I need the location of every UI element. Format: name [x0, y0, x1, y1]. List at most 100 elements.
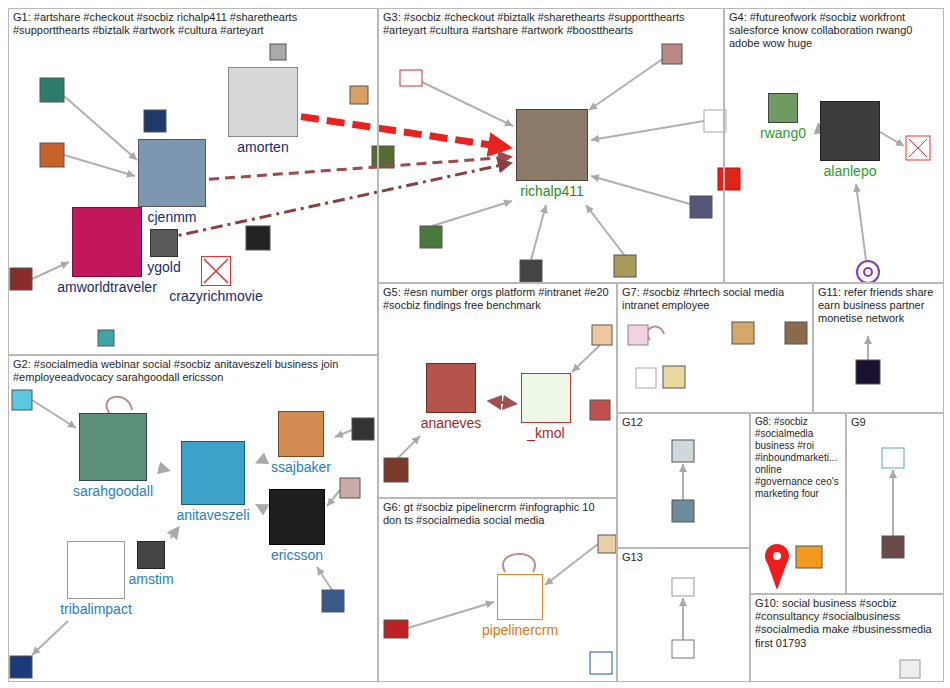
group-heading: G13: [618, 549, 749, 566]
avatar-image: [704, 110, 726, 132]
avatar-image: [352, 418, 374, 440]
network-edge: [398, 436, 420, 458]
avatar-image: [662, 44, 682, 64]
network-edge: [317, 567, 332, 590]
account-label: sarahgoodall: [73, 483, 153, 499]
group-box: G9: [846, 413, 944, 594]
avatar-image: [322, 590, 344, 612]
avatar-image: [590, 400, 610, 420]
group-box: G11: refer friends share earn business p…: [813, 283, 944, 413]
group-heading: G11: refer friends share earn business p…: [814, 284, 943, 328]
account-label: ericsson: [271, 547, 323, 563]
avatar-image: [12, 390, 32, 410]
avatar-image: [181, 441, 245, 505]
account-node: amworldtraveler: [55, 207, 159, 295]
group-box: G2: #socialmedia webinar social #socbiz …: [8, 355, 378, 682]
group-heading: G7: #socbiz #hrtech social media intrane…: [618, 284, 812, 314]
account-node: ssajbaker: [269, 411, 333, 475]
avatar-image: [79, 413, 147, 481]
account-node: rwang0: [758, 93, 808, 141]
self-loop: [503, 554, 535, 572]
avatar-image: [246, 226, 270, 250]
avatars: [10, 44, 930, 678]
avatar-image: [732, 322, 754, 344]
group-heading: G4: #futureofwork #socbiz workfront sale…: [725, 9, 943, 53]
network-edge: [327, 490, 340, 506]
avatar-image: [516, 109, 588, 181]
map-pin: [767, 562, 787, 590]
avatar-cross: [202, 257, 230, 285]
network-edge: [867, 336, 869, 360]
avatar-image: [636, 368, 656, 388]
account-label: amorten: [237, 139, 288, 155]
group-heading: G10: social business #socbiz #consultanc…: [751, 595, 943, 652]
avatar-image: [672, 578, 694, 596]
avatar-image: [521, 373, 571, 423]
avatar-image: [882, 448, 904, 468]
group-box: G5: #esn number orgs platform #intranet …: [378, 283, 617, 498]
group-box: G1: #artshare #checkout #socbiz richalp4…: [8, 8, 378, 355]
avatar-image: [882, 536, 904, 558]
network-edge: [880, 132, 904, 146]
avatar-image: [40, 143, 64, 167]
avatar-image: [820, 101, 880, 161]
account-node: alanlepo: [820, 101, 880, 179]
network-edge: [856, 184, 866, 260]
avatar-image: [864, 268, 872, 276]
group-box: G6: gt #socbiz pipelinercrm #infographic…: [378, 498, 617, 682]
avatar-image: [350, 86, 368, 104]
avatar-image: [857, 261, 879, 283]
network-edge: [572, 345, 600, 372]
avatar-image: [497, 574, 543, 620]
network-edge: [335, 430, 352, 437]
account-label: rwang0: [760, 125, 806, 141]
network-edge: [531, 205, 546, 260]
group-heading: G1: #artshare #checkout #socbiz richalp4…: [9, 9, 377, 39]
network-edge: [432, 201, 512, 226]
account-node: richalp411: [516, 109, 588, 199]
connector-arrow: [497, 402, 507, 403]
avatar-image: [906, 136, 930, 160]
avatar-image: [270, 44, 286, 60]
network-edge: [545, 544, 598, 585]
connector-arrow: [209, 158, 502, 180]
self-loop: [647, 327, 664, 340]
avatar-image: [672, 500, 694, 522]
connector-arrow: [301, 117, 496, 146]
avatar-image: [137, 541, 165, 569]
avatar-image: [796, 546, 822, 568]
avatar-image: [420, 226, 442, 248]
connector-arrow: [263, 459, 266, 460]
avatar-image: [672, 640, 694, 658]
avatar-image: [400, 70, 422, 86]
avatar-image: [278, 411, 324, 457]
network-edge: [892, 470, 894, 536]
avatar-image: [672, 440, 694, 462]
network-edge: [32, 262, 69, 279]
account-node: ygold: [145, 229, 183, 275]
account-label: crazyrichmovie: [169, 288, 262, 304]
account-label: richalp411: [520, 183, 584, 199]
account-node: amorten: [228, 67, 298, 155]
account-node: anitaveszeli: [174, 441, 252, 523]
avatar-image: [40, 78, 64, 102]
connector-arrow: [171, 533, 175, 538]
avatar-image: [718, 168, 740, 190]
map-pin: [773, 552, 781, 560]
group-box: G12: [617, 413, 750, 548]
network-edge: [422, 82, 513, 126]
avatar-image: [384, 620, 408, 638]
avatar-image: [768, 93, 798, 123]
account-label: cjenmm: [147, 209, 196, 225]
group-box: G3: #socbiz #checkout #biztalk #sharethe…: [378, 8, 724, 283]
group-heading: G8: #socbiz #socialmedia business #roi #…: [751, 414, 845, 502]
avatar-image: [785, 322, 807, 344]
avatar-image: [592, 325, 612, 345]
avatar-image: [138, 139, 206, 207]
avatar-image: [340, 478, 360, 498]
network-edge: [591, 176, 690, 204]
network-edge: [586, 205, 625, 256]
avatar-image: [67, 541, 125, 599]
account-node: amstim: [126, 541, 176, 587]
